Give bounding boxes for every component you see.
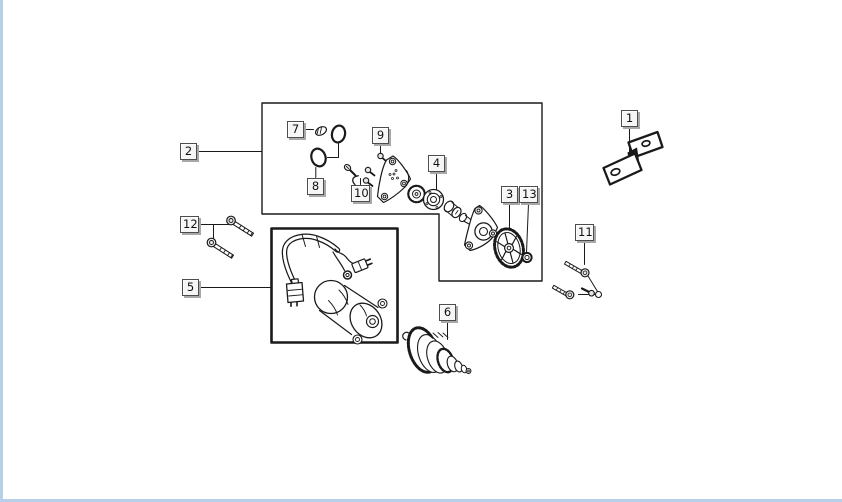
part-clip-7 bbox=[314, 126, 328, 136]
part-starter-motor-5 bbox=[281, 233, 388, 345]
part-bolt-set-11 bbox=[551, 260, 603, 300]
callout-10[interactable]: 10 bbox=[351, 185, 370, 202]
part-bearing-4 bbox=[422, 188, 445, 211]
part-spline-shaft bbox=[443, 200, 479, 228]
callout-1[interactable]: 1 bbox=[621, 110, 638, 127]
part-reduction-gear-6 bbox=[402, 326, 472, 374]
part-sprocket-3 bbox=[493, 227, 525, 269]
callout-9[interactable]: 9 bbox=[372, 127, 389, 144]
part-bolts-12 bbox=[206, 215, 254, 259]
part-nut-13 bbox=[521, 251, 533, 264]
part-mount-plates-1 bbox=[602, 130, 664, 186]
callout-4[interactable]: 4 bbox=[428, 155, 445, 172]
part-screw-small bbox=[343, 163, 357, 177]
window-edge-bottom bbox=[0, 499, 842, 502]
callout-2[interactable]: 2 bbox=[180, 143, 197, 160]
callout-8[interactable]: 8 bbox=[307, 178, 324, 195]
part-hook-spring-10 bbox=[352, 175, 359, 186]
part-bracket-plate-a bbox=[376, 155, 412, 204]
callout-12[interactable]: 12 bbox=[180, 216, 199, 233]
callout-6[interactable]: 6 bbox=[439, 304, 456, 321]
callout-5[interactable]: 5 bbox=[182, 279, 199, 296]
part-knurled-collar bbox=[407, 184, 426, 204]
part-o-rings-8 bbox=[310, 124, 347, 168]
upper-assembly-frame bbox=[261, 102, 543, 282]
part-screws-9 bbox=[362, 152, 388, 187]
callout-13[interactable]: 13 bbox=[519, 186, 538, 203]
part-bracket-plate-b bbox=[463, 204, 499, 252]
window-edge-left bbox=[0, 0, 3, 502]
callout-7[interactable]: 7 bbox=[287, 121, 304, 138]
callout-3[interactable]: 3 bbox=[501, 186, 518, 203]
callout-11[interactable]: 11 bbox=[575, 224, 594, 241]
starter-motor-frame bbox=[270, 227, 399, 344]
